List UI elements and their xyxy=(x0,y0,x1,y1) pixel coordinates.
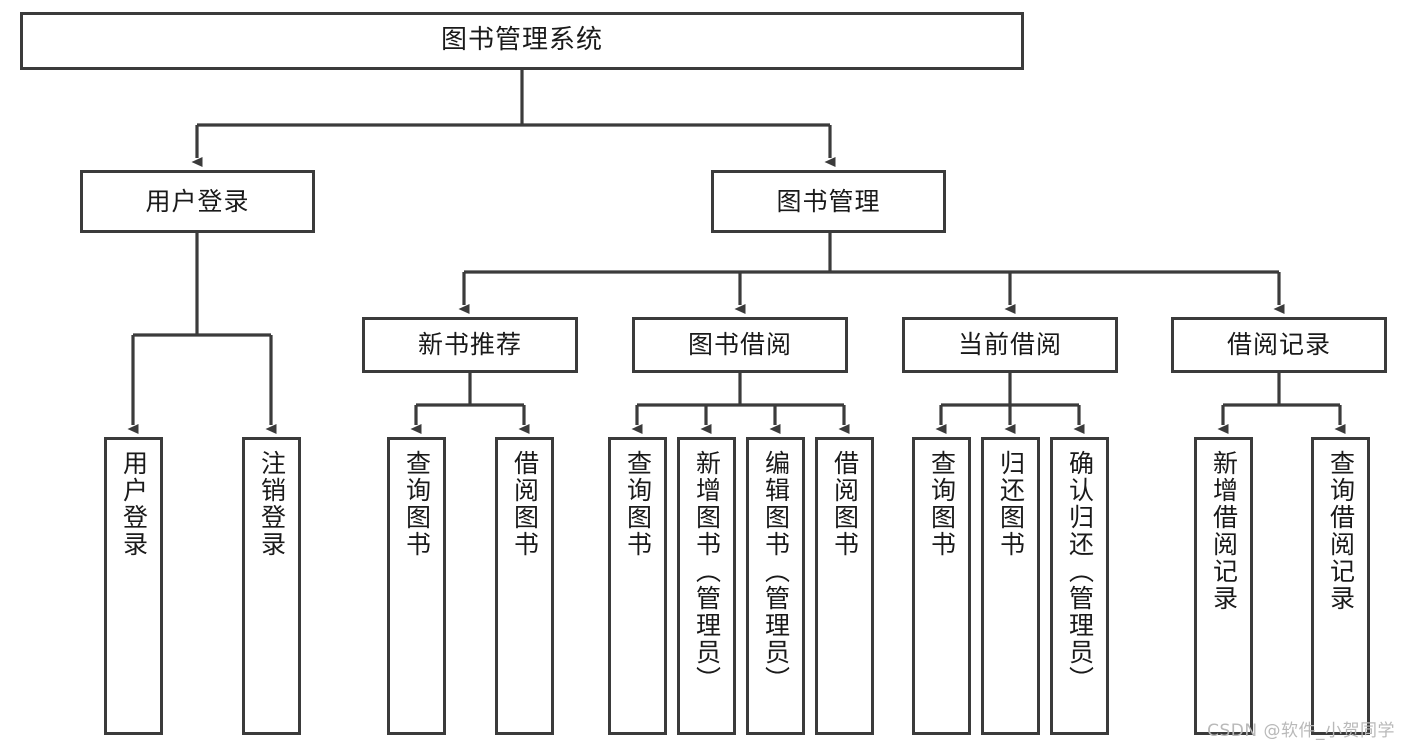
node-user-login-label: 用户登录 xyxy=(145,186,250,216)
node-current-borrow-label: 当前借阅 xyxy=(957,330,1062,359)
watermark-text: CSDN @软件_小贺同学 xyxy=(1207,721,1395,741)
node-leaf-query-record-label: 查询借阅记录 xyxy=(1326,450,1356,612)
node-leaf-user-login-label: 用户登录 xyxy=(119,450,149,558)
node-leaf-confirm-return-label: 确认归还（管理员） xyxy=(1065,450,1095,693)
node-borrow-record[interactable]: 借阅记录 xyxy=(1171,317,1387,373)
node-leaf-logout-login-label: 注销登录 xyxy=(257,450,287,558)
node-new-book-recommend[interactable]: 新书推荐 xyxy=(362,317,578,373)
node-leaf-query-book-1-label: 查询图书 xyxy=(402,450,432,558)
node-leaf-add-record[interactable]: 新增借阅记录 xyxy=(1194,437,1253,735)
node-book-manage-label: 图书管理 xyxy=(776,186,881,216)
node-leaf-add-book[interactable]: 新增图书（管理员） xyxy=(677,437,736,735)
node-leaf-query-book-1[interactable]: 查询图书 xyxy=(387,437,446,735)
node-leaf-borrow-book-2[interactable]: 借阅图书 xyxy=(815,437,874,735)
node-leaf-query-book-2[interactable]: 查询图书 xyxy=(608,437,667,735)
node-leaf-edit-book-label: 编辑图书（管理员） xyxy=(761,450,791,693)
node-user-login[interactable]: 用户登录 xyxy=(80,170,315,233)
node-leaf-borrow-book-1[interactable]: 借阅图书 xyxy=(495,437,554,735)
node-leaf-query-book-3-label: 查询图书 xyxy=(927,450,957,558)
node-leaf-add-record-label: 新增借阅记录 xyxy=(1209,450,1239,612)
node-leaf-user-login[interactable]: 用户登录 xyxy=(104,437,163,735)
node-leaf-return-book[interactable]: 归还图书 xyxy=(981,437,1040,735)
node-leaf-query-book-2-label: 查询图书 xyxy=(623,450,653,558)
node-book-borrow[interactable]: 图书借阅 xyxy=(632,317,848,373)
node-root-label: 图书管理系统 xyxy=(440,25,603,56)
node-leaf-query-record[interactable]: 查询借阅记录 xyxy=(1311,437,1370,735)
node-leaf-query-book-3[interactable]: 查询图书 xyxy=(912,437,971,735)
node-leaf-borrow-book-1-label: 借阅图书 xyxy=(510,450,540,558)
node-new-book-recommend-label: 新书推荐 xyxy=(417,330,522,359)
node-leaf-return-book-label: 归还图书 xyxy=(996,450,1026,558)
node-current-borrow[interactable]: 当前借阅 xyxy=(902,317,1118,373)
node-book-manage[interactable]: 图书管理 xyxy=(711,170,946,233)
node-book-borrow-label: 图书借阅 xyxy=(687,330,792,359)
node-leaf-borrow-book-2-label: 借阅图书 xyxy=(830,450,860,558)
node-leaf-add-book-label: 新增图书（管理员） xyxy=(692,450,722,693)
node-leaf-edit-book[interactable]: 编辑图书（管理员） xyxy=(746,437,805,735)
node-root[interactable]: 图书管理系统 xyxy=(20,12,1024,70)
node-borrow-record-label: 借阅记录 xyxy=(1226,330,1331,359)
node-leaf-logout-login[interactable]: 注销登录 xyxy=(242,437,301,735)
node-leaf-confirm-return[interactable]: 确认归还（管理员） xyxy=(1050,437,1109,735)
